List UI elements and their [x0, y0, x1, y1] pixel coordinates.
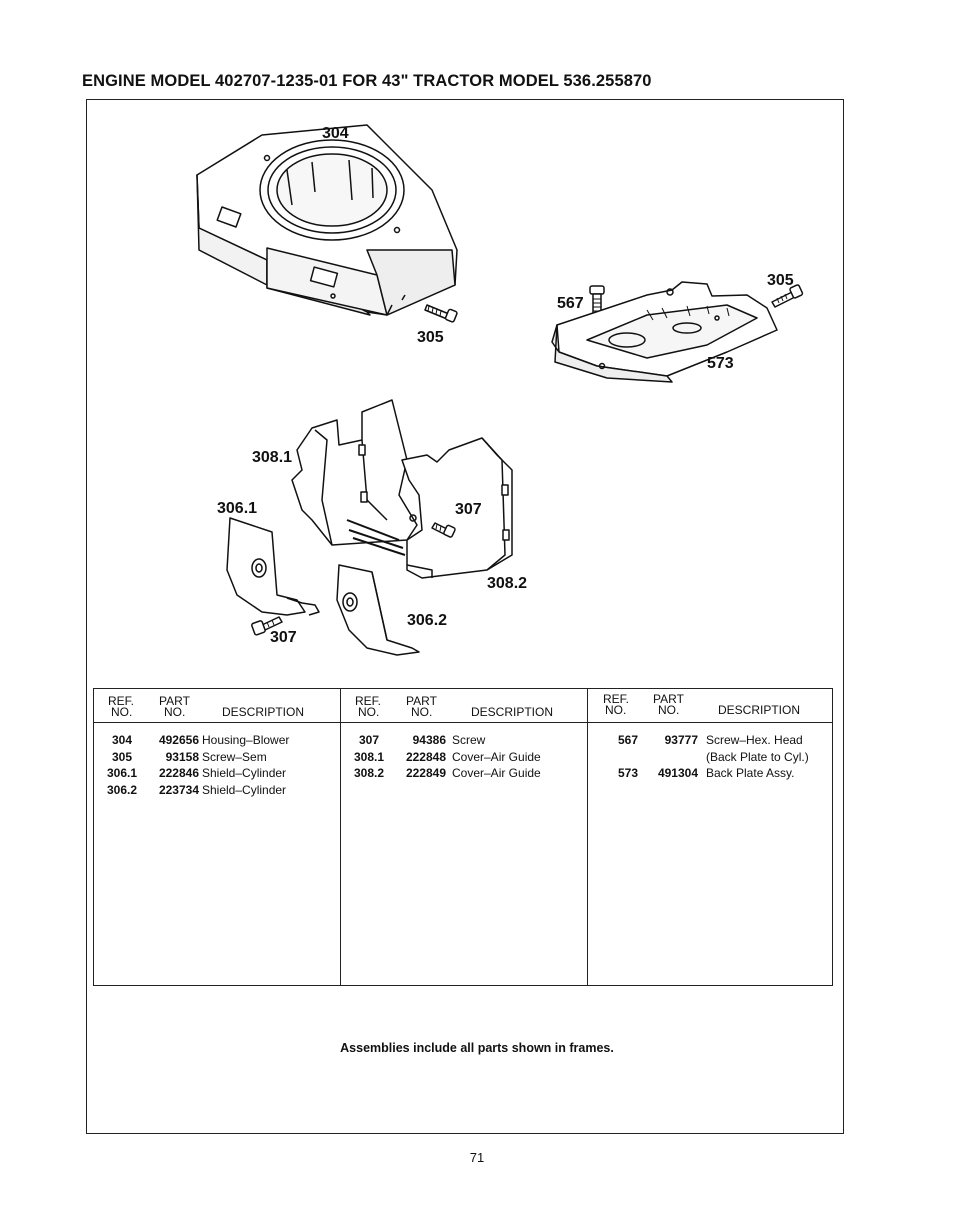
- column-header: REF. NO. PART NO. DESCRIPTION: [588, 689, 832, 723]
- parts-column-2: REF. NO. PART NO. DESCRIPTION 307 94386 …: [340, 689, 587, 985]
- part-no: 492656: [158, 733, 199, 747]
- ref-header-line2: NO.: [605, 703, 627, 717]
- table-row: 573 491304 Back Plate Assy.: [588, 765, 832, 782]
- callout-307-lower: 307: [270, 629, 297, 646]
- description-header: DESCRIPTION: [222, 705, 305, 719]
- table-row: (Back Plate to Cyl.): [588, 749, 832, 766]
- part-no: 222849: [405, 766, 446, 780]
- part-header-line2: NO.: [411, 705, 433, 719]
- description-header: DESCRIPTION: [471, 705, 554, 719]
- ref-no: 306.2: [106, 782, 138, 797]
- table-row: 306.2 223734 Shield–Cylinder: [94, 782, 340, 799]
- part-description: Housing–Blower: [202, 733, 290, 747]
- screw-305-drawing: [424, 304, 458, 323]
- exploded-parts-diagram: 304 305 567 305 573 308.1 306.1 307 308.…: [87, 100, 843, 685]
- callout-305-right: 305: [767, 272, 794, 289]
- part-description: Back Plate Assy.: [706, 766, 795, 780]
- air-guide-cover-308-1-drawing: [291, 399, 418, 556]
- ref-no: 567: [617, 733, 639, 747]
- assemblies-note: Assemblies include all parts shown in fr…: [340, 1041, 614, 1055]
- ref-header: REF.: [108, 694, 135, 708]
- screw-305-right-drawing: [771, 284, 804, 308]
- part-description: Shield–Cylinder: [202, 766, 287, 780]
- ref-no: 306.1: [106, 766, 138, 780]
- page-title: ENGINE MODEL 402707-1235-01 FOR 43" TRAC…: [82, 72, 652, 90]
- table-row: 308.1 222848 Cover–Air Guide: [341, 749, 587, 766]
- table-row: 304 492656 Housing–Blower: [94, 732, 340, 749]
- cylinder-shield-306-2-drawing: [336, 564, 420, 656]
- parts-column-1: REF. NO. PART NO. DESCRIPTION 304 492656…: [94, 689, 340, 985]
- assembly-frame: [86, 99, 844, 1134]
- cylinder-shield-306-1-drawing: [226, 517, 320, 616]
- part-header: PART: [406, 694, 437, 708]
- part-no: 94386: [412, 733, 446, 747]
- part-description: Cover–Air Guide: [452, 766, 541, 780]
- part-no: 93777: [664, 733, 698, 747]
- part-description: Screw–Sem: [202, 749, 267, 764]
- column-header: REF. NO. PART NO. DESCRIPTION: [94, 689, 340, 723]
- parts-column-3: REF. NO. PART NO. DESCRIPTION 567 93777 …: [587, 689, 832, 985]
- part-description: Screw: [452, 733, 486, 747]
- part-no: 93158: [165, 749, 199, 764]
- part-no: 222846: [158, 766, 199, 780]
- callout-567: 567: [557, 295, 584, 312]
- column-header: REF. NO. PART NO. DESCRIPTION: [341, 689, 587, 723]
- screw-307-lower-drawing: [251, 616, 283, 636]
- callout-304: 304: [322, 125, 349, 142]
- callout-308-1: 308.1: [252, 449, 292, 466]
- ref-no: 305: [111, 749, 133, 764]
- ref-no: 307: [358, 733, 380, 747]
- table-row: 306.1 222846 Shield–Cylinder: [94, 765, 340, 782]
- description-header: DESCRIPTION: [718, 703, 801, 717]
- table-row: 307 94386 Screw: [341, 732, 587, 749]
- part-header: PART: [653, 692, 684, 706]
- callout-306-1: 306.1: [217, 500, 257, 517]
- ref-no: 308.2: [353, 766, 385, 780]
- ref-no: 304: [111, 733, 133, 747]
- part-header-line2: NO.: [658, 703, 680, 717]
- callout-305: 305: [417, 329, 444, 346]
- callout-306-2: 306.2: [407, 612, 447, 629]
- callout-308-2: 308.2: [487, 575, 527, 592]
- part-header: PART: [159, 694, 190, 708]
- part-description: Shield–Cylinder: [202, 782, 287, 797]
- ref-header: REF.: [355, 694, 382, 708]
- air-guide-cover-308-2-drawing: [401, 437, 513, 579]
- table-row: 305 93158 Screw–Sem: [94, 749, 340, 766]
- parts-table: REF. NO. PART NO. DESCRIPTION 304 492656…: [93, 688, 833, 986]
- back-plate-drawing: [551, 281, 778, 383]
- part-description: Cover–Air Guide: [452, 749, 541, 764]
- part-description: Screw–Hex. Head: [706, 733, 803, 747]
- ref-header-line2: NO.: [111, 705, 133, 719]
- blower-housing-drawing: [196, 124, 458, 316]
- table-row: 308.2 222849 Cover–Air Guide: [341, 765, 587, 782]
- ref-no: 573: [617, 766, 639, 780]
- page-number: 71: [469, 1150, 485, 1165]
- part-no: 223734: [158, 782, 199, 797]
- ref-no: 308.1: [353, 749, 385, 764]
- part-no: 222848: [405, 749, 446, 764]
- ref-header-line2: NO.: [358, 705, 380, 719]
- part-header-line2: NO.: [164, 705, 186, 719]
- part-no: 491304: [657, 766, 698, 780]
- part-description: (Back Plate to Cyl.): [706, 749, 809, 764]
- callout-573: 573: [707, 355, 734, 372]
- callout-307: 307: [455, 501, 482, 518]
- table-row: 567 93777 Screw–Hex. Head: [588, 732, 832, 749]
- screw-307-drawing: [431, 522, 456, 538]
- ref-header: REF.: [603, 692, 630, 706]
